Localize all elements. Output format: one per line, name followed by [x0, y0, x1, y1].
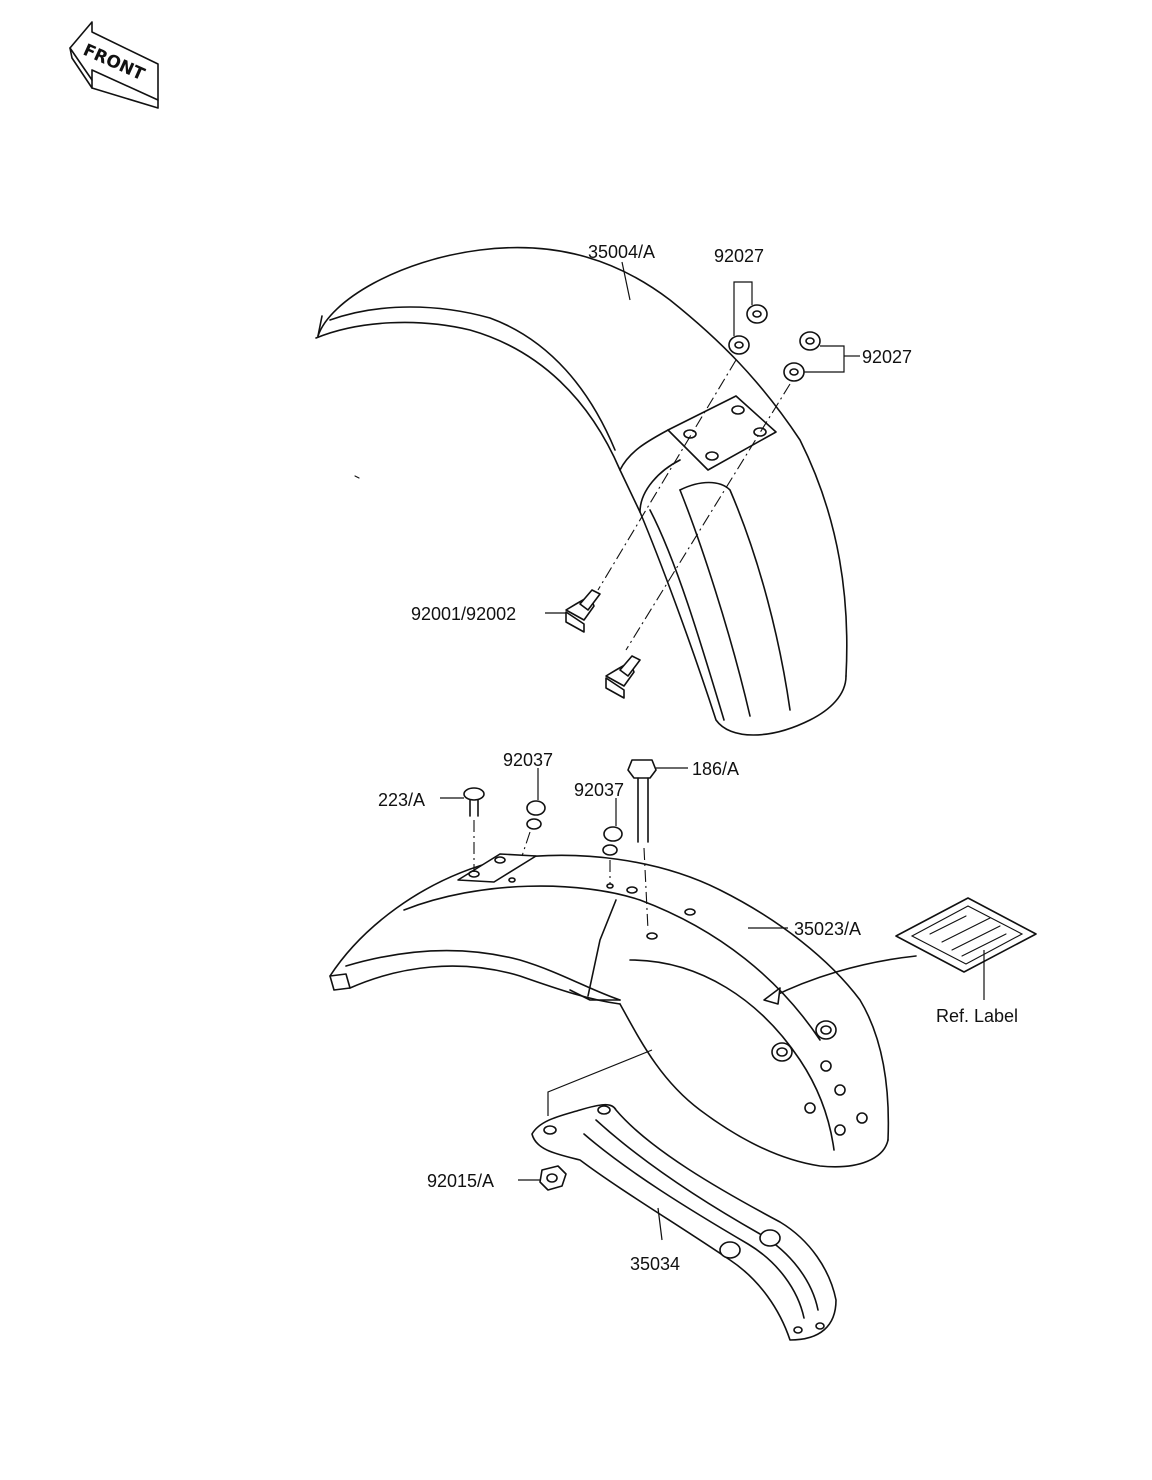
rear-fender: [329, 853, 890, 1168]
nut-92015: [518, 1165, 567, 1191]
front-bolts: [545, 589, 641, 699]
label-rear-bolt-left: 223/A: [378, 790, 425, 810]
label-nut: 92015/A: [427, 1171, 494, 1191]
rear-bolt-left-223: [440, 787, 485, 872]
clamp-left-92037: [521, 768, 546, 857]
front-direction-badge: FRONT: [69, 21, 159, 109]
label-grommet-upper-right: 92027: [862, 347, 912, 367]
alignment-line-right: [625, 383, 791, 651]
alignment-line-left: [597, 359, 737, 591]
label-front-fender: 35004/A: [588, 242, 655, 262]
leader-front-fender: [621, 261, 631, 301]
ref-label-sticker: [763, 897, 1037, 1005]
label-front-bolts: 92001/92002: [411, 604, 516, 624]
clamp-right-92037: [602, 798, 623, 884]
rear-bolt-right-186: [627, 759, 688, 931]
label-stay: 35034: [630, 1254, 680, 1274]
stray-mark: [354, 475, 360, 479]
label-clamp-left: 92037: [503, 750, 553, 770]
front-fender: [315, 246, 848, 736]
label-rear-fender: 35023/A: [794, 919, 861, 939]
label-grommet-upper-left: 92027: [714, 246, 764, 266]
label-rear-bolt-right: 186/A: [692, 759, 739, 779]
grommets-upper-right: [783, 331, 860, 382]
label-ref-label: Ref. Label: [936, 1006, 1018, 1026]
label-clamp-right: 92037: [574, 780, 624, 800]
fender-stay: [531, 1049, 837, 1341]
grommets-upper-left: [728, 281, 768, 355]
